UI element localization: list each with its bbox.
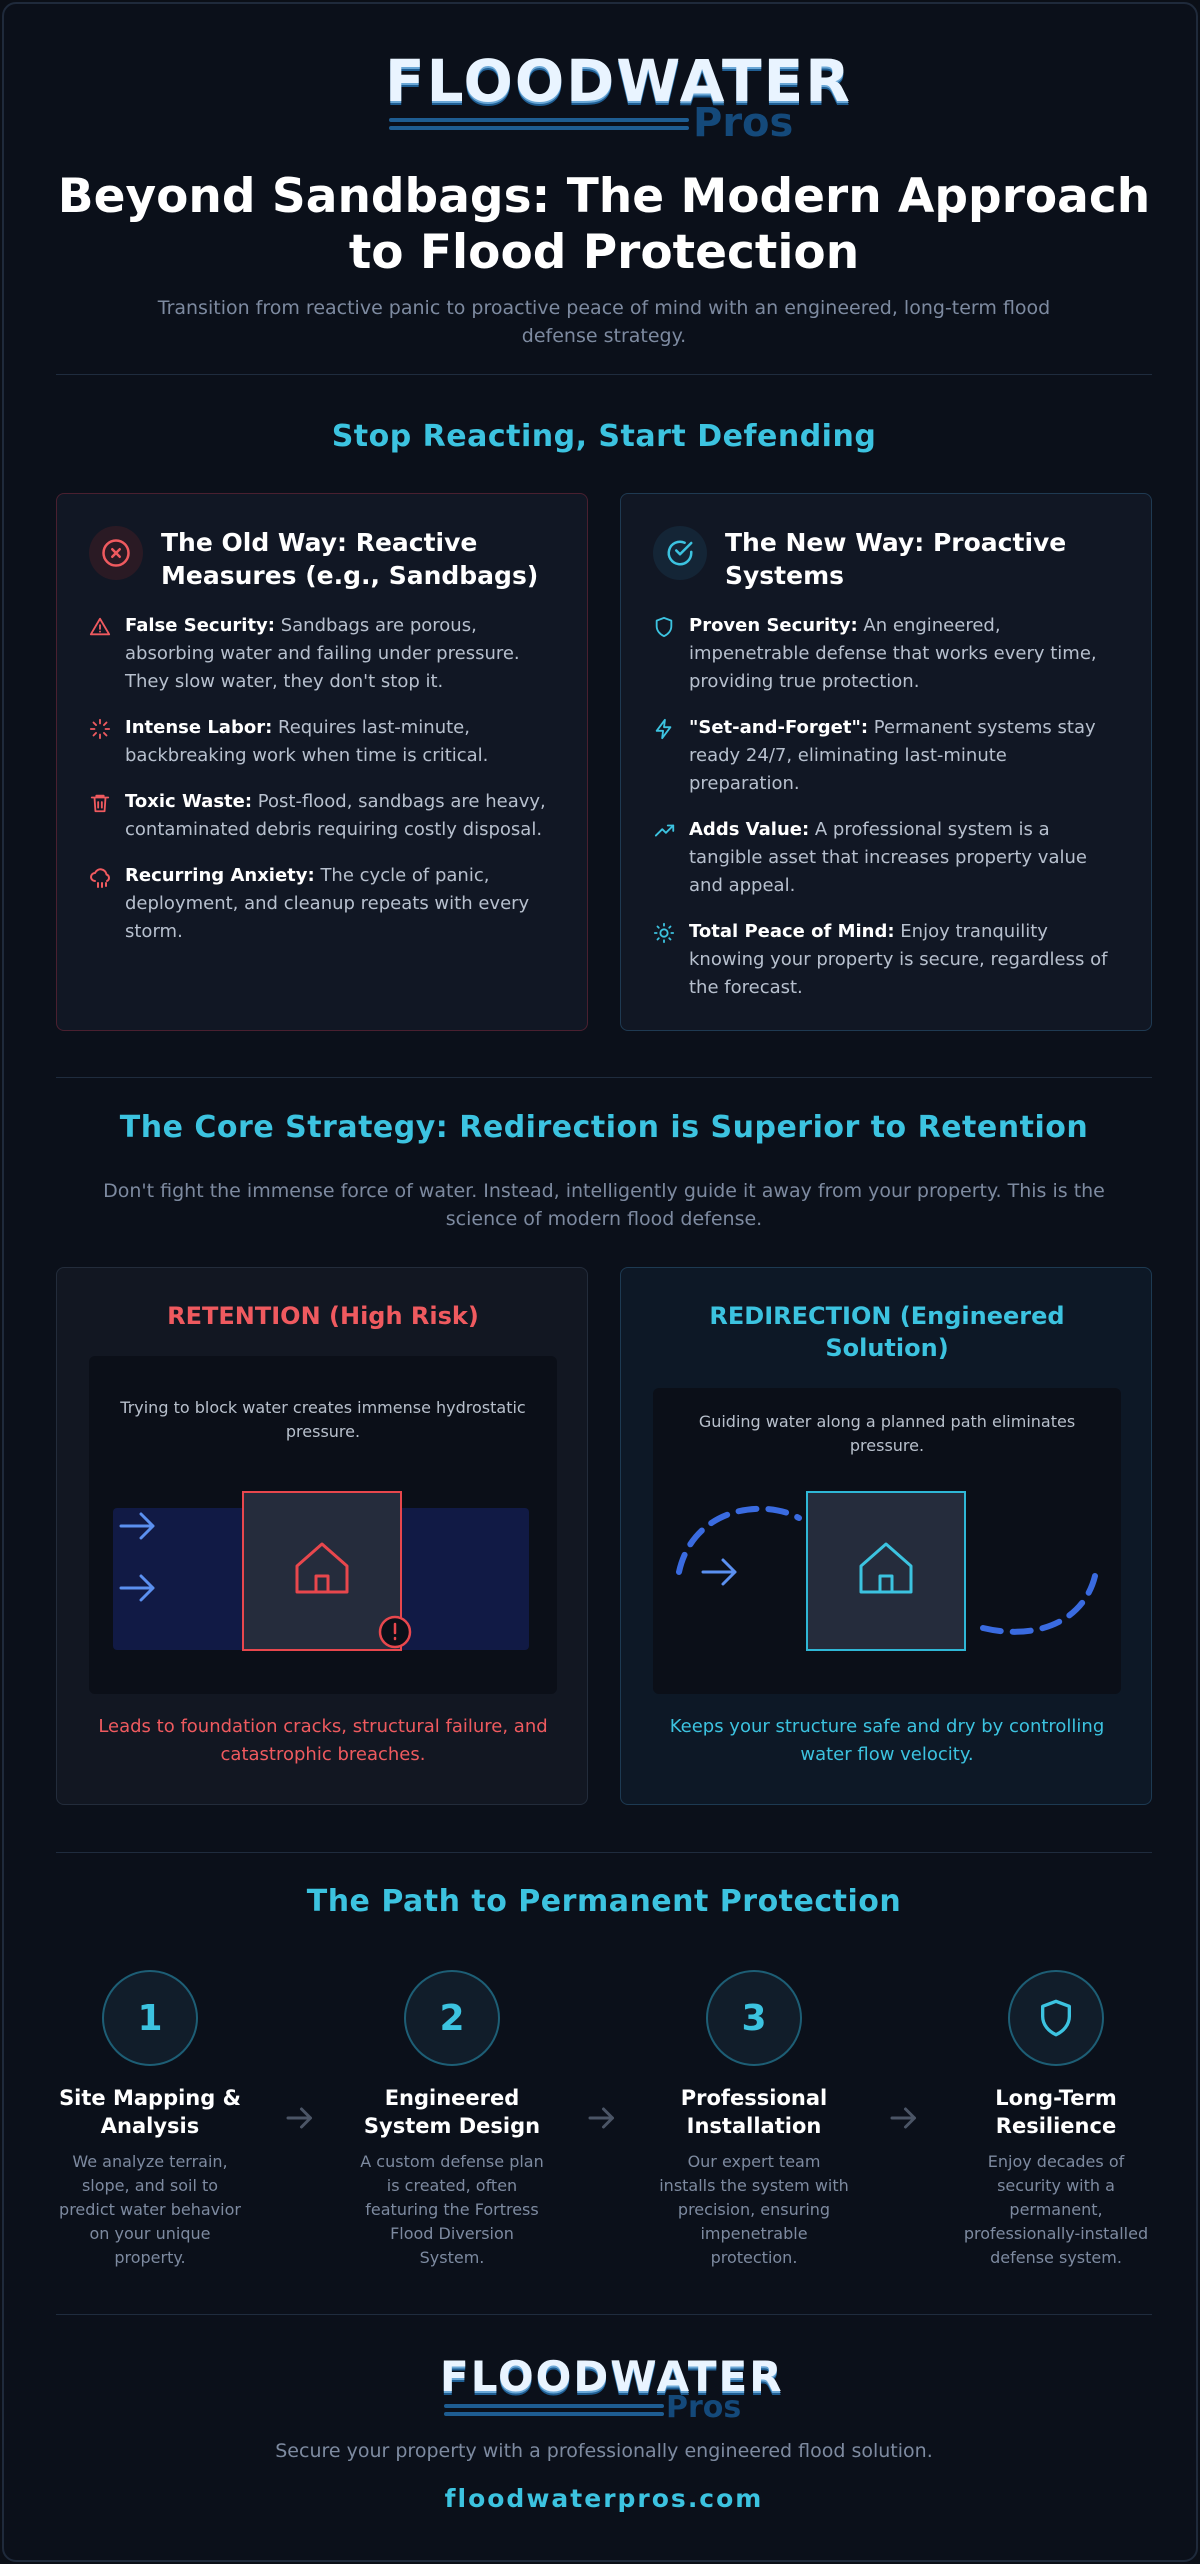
- divider: [56, 1077, 1152, 1078]
- step-text: Our expert team installs the system with…: [659, 2152, 849, 2267]
- divider: [56, 374, 1152, 375]
- list-item: False Security: Sandbags are porous, abs…: [89, 612, 559, 696]
- logo-pros: Pros: [693, 100, 794, 146]
- strategy-intro: Don't fight the immense force of water. …: [103, 1180, 1105, 1230]
- divider: [56, 2314, 1152, 2315]
- new-way-title: The New Way: Proactive Systems: [725, 528, 1067, 590]
- retention-title: RETENTION (High Risk): [167, 1302, 479, 1330]
- redirection-panel: REDIRECTION (Engineered Solution) Guidin…: [620, 1267, 1152, 1805]
- path-heading: The Path to Permanent Protection: [306, 1884, 902, 1919]
- x-circle-icon: [89, 526, 143, 580]
- list-item: Proven Security: An engineered, impenetr…: [653, 612, 1123, 696]
- trending-up-icon: [653, 816, 689, 900]
- old-way-card: The Old Way: Reactive Measures (e.g., Sa…: [56, 493, 588, 1031]
- item-label: Proven Security:: [689, 615, 858, 636]
- page-subtitle: Transition from reactive panic to proact…: [157, 297, 1051, 347]
- retention-caption: Trying to block water creates immense hy…: [120, 1398, 526, 1441]
- step-number: 1: [102, 1970, 198, 2066]
- logo-lines: [444, 2404, 664, 2420]
- shield-icon: [653, 612, 689, 696]
- step-2: 2 Engineered System Design A custom defe…: [347, 1970, 557, 2270]
- item-label: Recurring Anxiety:: [125, 865, 315, 886]
- step-title: Site Mapping & Analysis: [59, 2086, 241, 2138]
- arrow-right-icon: [286, 2107, 312, 2129]
- logo-lines: [389, 118, 689, 134]
- item-text: Post-flood, sandbags are heavy, contamin…: [125, 791, 546, 840]
- step-title: Professional Installation: [680, 2086, 828, 2138]
- list-item: Toxic Waste: Post-flood, sandbags are he…: [89, 788, 559, 844]
- item-text: Enjoy tranquility knowing your property …: [689, 921, 1108, 998]
- strategy-heading: The Core Strategy: Redirection is Superi…: [119, 1110, 1089, 1145]
- list-item: Recurring Anxiety: The cycle of panic, d…: [89, 862, 559, 946]
- step-3: 3 Professional Installation Our expert t…: [649, 1970, 859, 2270]
- shield-icon: [1008, 1970, 1104, 2066]
- item-label: Total Peace of Mind:: [689, 921, 895, 942]
- footer-tagline: Secure your property with a professional…: [275, 2440, 933, 2462]
- item-text: An engineered, impenetrable defense that…: [689, 615, 1097, 692]
- arrow-right-icon: [890, 2107, 916, 2129]
- redirection-footer: Keeps your structure safe and dry by con…: [669, 1716, 1105, 1765]
- item-text: The cycle of panic, deployment, and clea…: [125, 865, 530, 942]
- step-4: Long-Term Resilience Enjoy decades of se…: [951, 1970, 1161, 2270]
- loader-burst-icon: [89, 714, 125, 770]
- sun-icon: [653, 918, 689, 1002]
- footer-logo: FLOODWATER Pros: [440, 2352, 784, 2426]
- bolt-icon: [653, 714, 689, 798]
- retention-diagram: Trying to block water creates immense hy…: [89, 1356, 557, 1694]
- step-title: Long-Term Resilience: [995, 2086, 1117, 2138]
- item-label: False Security:: [125, 615, 275, 636]
- logo-wordmark: FLOODWATER: [440, 2352, 784, 2401]
- step-text: We analyze terrain, slope, and soil to p…: [59, 2152, 241, 2267]
- storm-cloud-icon: [89, 862, 125, 946]
- retention-illustration: [113, 1491, 529, 1651]
- list-item: Intense Labor: Requires last-minute, bac…: [89, 714, 559, 770]
- new-way-card: The New Way: Proactive Systems Proven Se…: [620, 493, 1152, 1031]
- item-label: "Set-and-Forget":: [689, 717, 869, 738]
- divider: [56, 1852, 1152, 1853]
- item-label: Intense Labor:: [125, 717, 273, 738]
- item-text: Permanent systems stay ready 24/7, elimi…: [689, 717, 1096, 794]
- old-way-title: The Old Way: Reactive Measures (e.g., Sa…: [161, 528, 539, 590]
- website-link[interactable]: floodwaterpros.com: [444, 2484, 764, 2513]
- list-item: "Set-and-Forget": Permanent systems stay…: [653, 714, 1123, 798]
- item-label: Adds Value:: [689, 819, 810, 840]
- logo-pros: Pros: [666, 2390, 742, 2425]
- page-title: Beyond Sandbags: The Modern Approach to …: [57, 169, 1151, 280]
- redirection-title: REDIRECTION (Engineered Solution): [709, 1302, 1065, 1362]
- redirection-diagram: Guiding water along a planned path elimi…: [653, 1388, 1121, 1694]
- step-number: 2: [404, 1970, 500, 2066]
- trash-icon: [89, 788, 125, 844]
- list-item: Total Peace of Mind: Enjoy tranquility k…: [653, 918, 1123, 1002]
- step-title: Engineered System Design: [363, 2086, 541, 2138]
- retention-panel: RETENTION (High Risk) Trying to block wa…: [56, 1267, 588, 1805]
- compare-heading: Stop Reacting, Start Defending: [331, 419, 877, 454]
- list-item: Adds Value: A professional system is a t…: [653, 816, 1123, 900]
- arrow-right-icon: [588, 2107, 614, 2129]
- step-text: A custom defense plan is created, often …: [360, 2152, 544, 2267]
- redirection-illustration: [676, 1491, 1098, 1651]
- step-1: 1 Site Mapping & Analysis We analyze ter…: [45, 1970, 255, 2270]
- redirection-caption: Guiding water along a planned path elimi…: [698, 1412, 1076, 1455]
- item-text: Sandbags are porous, absorbing water and…: [125, 615, 520, 692]
- step-text: Enjoy decades of security with a permane…: [963, 2152, 1149, 2267]
- logo-wordmark: FLOODWATER: [385, 47, 852, 115]
- brand-logo: FLOODWATER Pros: [385, 47, 852, 146]
- retention-footer: Leads to foundation cracks, structural f…: [98, 1716, 548, 1765]
- item-label: Toxic Waste:: [125, 791, 253, 812]
- warning-icon: [89, 612, 125, 696]
- step-number: 3: [706, 1970, 802, 2066]
- check-circle-icon: [653, 526, 707, 580]
- item-text: Requires last-minute, backbreaking work …: [125, 717, 489, 766]
- item-text: A professional system is a tangible asse…: [689, 819, 1087, 896]
